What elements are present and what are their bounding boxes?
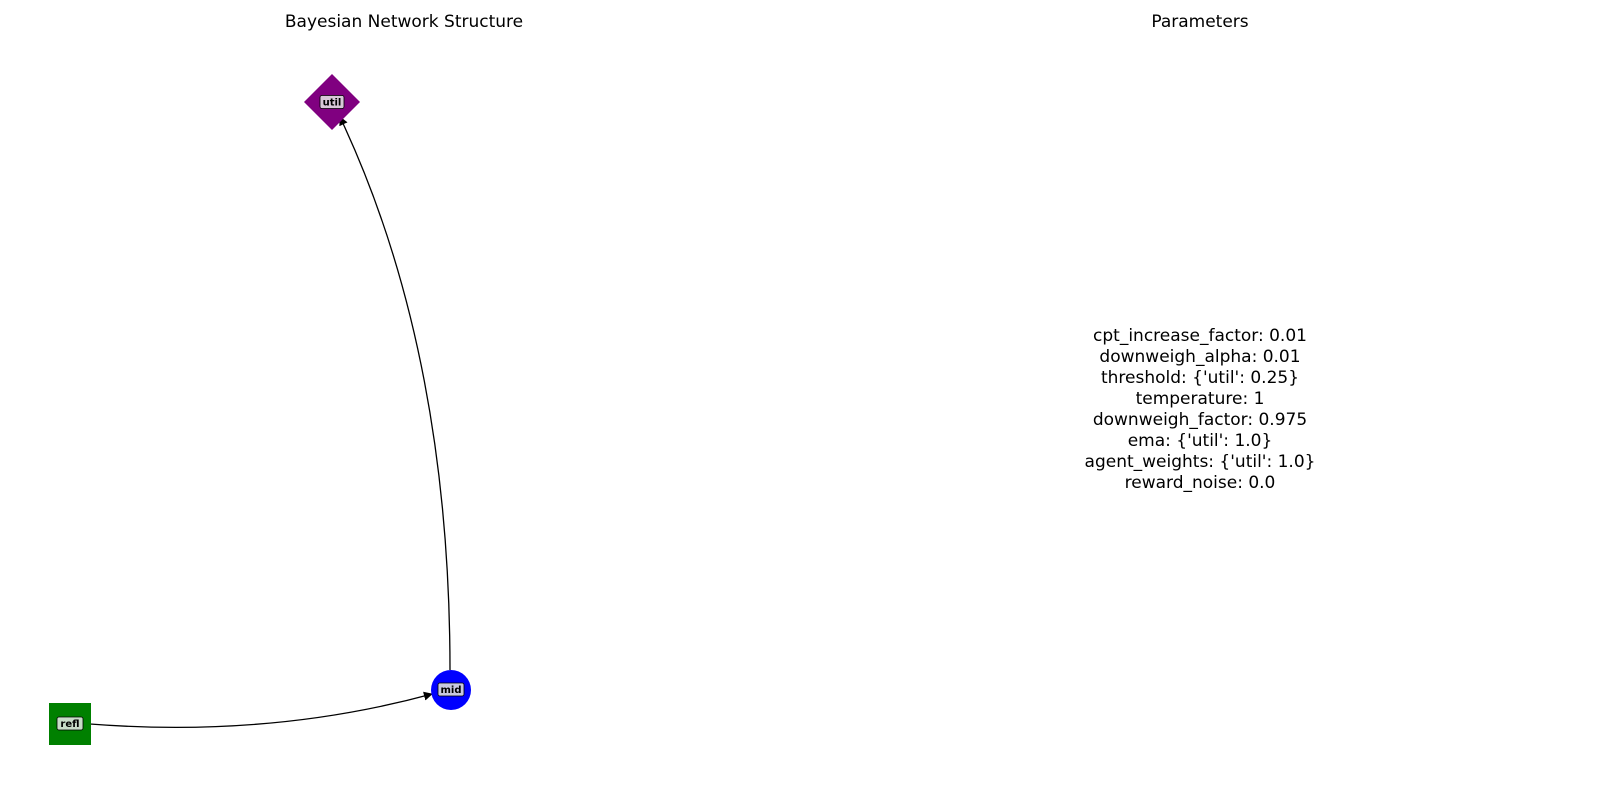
param-downweigh-alpha: downweigh_alpha: 0.01 (1099, 347, 1301, 367)
node-util[interactable]: util (304, 74, 360, 130)
node-refl-label: refl (60, 719, 79, 730)
param-temperature: temperature: 1 (1135, 389, 1265, 409)
node-mid[interactable]: mid (431, 670, 471, 710)
param-threshold: threshold: {'util': 0.25} (1100, 368, 1300, 388)
param-cpt-increase-factor: cpt_increase_factor: 0.01 (1093, 326, 1307, 346)
param-ema: ema: {'util': 1.0} (1127, 431, 1273, 451)
parameters-list: cpt_increase_factor: 0.01 downweigh_alph… (1085, 326, 1316, 494)
param-agent-weights: agent_weights: {'util': 1.0} (1084, 452, 1316, 472)
node-refl-label-box (56, 716, 84, 731)
node-util-label-box (319, 95, 345, 109)
param-downweigh-factor: downweigh_factor: 0.975 (1092, 410, 1308, 430)
node-mid-label-box (437, 682, 465, 697)
edge-mid-to-util (339, 116, 451, 671)
node-refl[interactable]: refl (49, 703, 91, 745)
node-mid-label: mid (440, 685, 461, 696)
param-reward-noise: reward_noise: 0.0 (1124, 473, 1276, 493)
parameters-title: Parameters (1151, 12, 1249, 32)
edge-refl-to-mid (89, 691, 433, 729)
node-util-label: util (323, 98, 342, 109)
diagram-title: Bayesian Network Structure (284, 12, 524, 32)
